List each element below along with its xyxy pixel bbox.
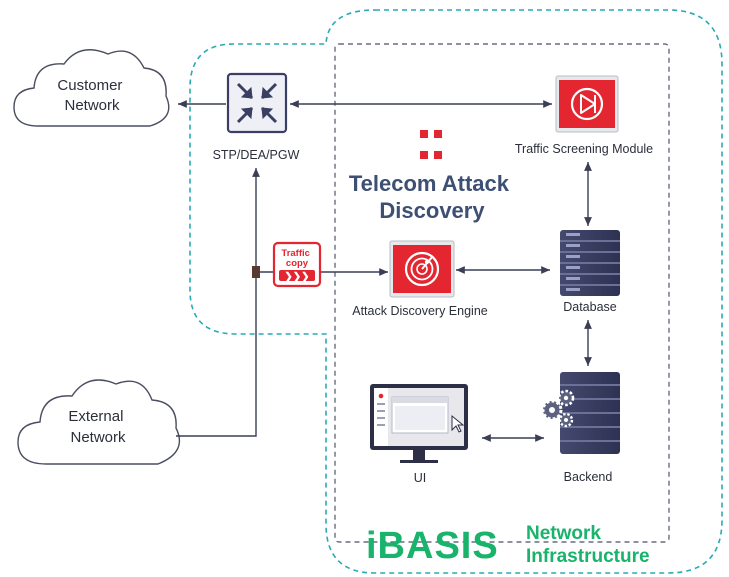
ibasis-logo: iBASIS [366,525,499,567]
chevrons-icon: ❯❯❯ [284,272,309,283]
backend-label: Backend [564,470,613,484]
traffic-screening-module: Traffic Screening Module [515,75,653,156]
stp-label: STP/DEA/PGW [213,148,300,162]
backend-server: Backend [541,372,620,484]
network-infrastructure-label: Network Infrastructure [526,523,650,567]
external-network-cloud: External Network [17,379,181,465]
red-squares-icon [420,130,442,159]
traffic-copy-badge: Traffic copy ❯❯❯ [272,241,322,288]
ibasis-branding: iBASIS Network Infrastructure [366,523,650,567]
stp-dea-pgw-switch: STP/DEA/PGW [213,72,300,162]
database-server: Database [560,230,620,314]
customer-network-cloud: Customer Network [13,49,170,127]
database-label: Database [563,300,617,314]
external-to-stp-link [176,168,260,437]
product-title: Telecom Attack Discovery [349,171,515,223]
attack-discovery-engine: Attack Discovery Engine [352,240,488,318]
external-network-label: External Network [68,408,127,446]
product-logo: Telecom Attack Discovery [349,130,515,223]
ibasis-network-boundary [189,9,723,574]
customer-network-label: Customer Network [57,77,126,114]
ui-monitor: UI [370,384,468,485]
traffic-screening-label: Traffic Screening Module [515,142,653,156]
gear-icon [541,389,575,428]
switch-arrows-icon [236,82,278,124]
ui-label: UI [414,471,427,485]
traffic-tap-point [252,266,260,278]
radar-icon [404,251,440,287]
cursor-icon [451,414,465,433]
attack-discovery-boundary [334,43,670,543]
screening-play-icon [570,87,604,121]
traffic-copy-label: Traffic copy [281,248,312,269]
connections [176,100,592,442]
attack-discovery-label: Attack Discovery Engine [352,304,488,318]
